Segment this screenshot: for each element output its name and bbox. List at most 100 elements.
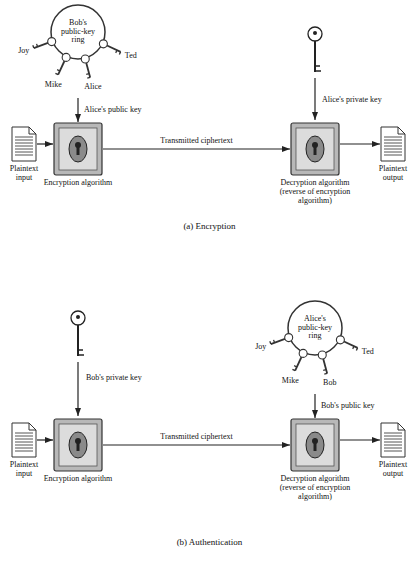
- box-face: [296, 128, 334, 170]
- box-caption: Decryption algorithm (reverse of encrypt…: [267, 179, 363, 205]
- key-owner-label: Ted: [125, 52, 137, 61]
- key-bow: [48, 38, 56, 46]
- box-outline: [54, 419, 102, 471]
- text-line: [384, 445, 402, 446]
- key-tooth: [324, 373, 327, 375]
- key-hole: [313, 31, 317, 35]
- key-tooth: [78, 349, 83, 351]
- algorithm-box-shape: [53, 418, 103, 472]
- key-tooth: [86, 73, 89, 75]
- algorithm-box-shape: [290, 418, 340, 472]
- box-face: [59, 128, 97, 170]
- key-arrow: [77, 362, 78, 416]
- key-tooth: [356, 348, 357, 351]
- ring-title-text: Bob's public-key ring: [57, 19, 99, 45]
- keyhole: [77, 146, 80, 155]
- algorithm-box: Decryption algorithm (reverse of encrypt…: [267, 418, 363, 501]
- key-tooth: [116, 50, 117, 53]
- lock-symbol: [69, 136, 87, 162]
- key-ring: Bob's public-key ringJoyMikeAliceTed: [22, 3, 134, 98]
- document-shape: [380, 422, 406, 458]
- text-line: [384, 155, 402, 156]
- box-caption: Encryption algorithm: [38, 475, 118, 484]
- lock-symbol: [306, 432, 324, 458]
- ring-outline: [51, 5, 105, 59]
- key-shaft: [323, 359, 327, 373]
- algorithm-box-shape: [290, 122, 340, 176]
- lock-symbol: [69, 432, 87, 458]
- key-owner-label: Alice: [84, 83, 101, 92]
- box-outline: [291, 123, 339, 175]
- document-drawing: [380, 422, 406, 458]
- connector-arrow: [314, 394, 315, 418]
- document-icon: Plaintext input: [4, 126, 44, 183]
- panel-caption: (a) Encryption: [0, 222, 419, 232]
- text-line: [15, 149, 33, 150]
- algorithm-box-drawing: [53, 418, 103, 472]
- key-hole: [76, 315, 80, 319]
- ring-title: Bob's public-key ring: [57, 19, 99, 45]
- key-tooth: [33, 45, 34, 48]
- text-line: [15, 451, 33, 452]
- key-tooth: [294, 366, 297, 367]
- key-tooth: [37, 44, 38, 47]
- key-ring-drawing: [22, 3, 134, 98]
- document-drawing: [11, 422, 37, 458]
- key-ring: Alice's public-key ringJoyMikeBobTed: [259, 299, 371, 394]
- document-shape: [11, 126, 37, 162]
- box-outline: [54, 123, 102, 175]
- connector-arrow: [37, 439, 53, 440]
- algorithm-box: Encryption algorithm: [38, 122, 118, 188]
- key-tooth: [315, 70, 321, 72]
- key-bow: [71, 311, 85, 325]
- key-shaft: [107, 46, 121, 52]
- page-outline: [381, 423, 405, 457]
- ring-title: Alice's public-key ring: [294, 315, 336, 341]
- key-bow: [318, 351, 326, 359]
- text-line: [15, 439, 33, 440]
- key-tooth: [353, 346, 354, 349]
- document-icon: Plaintext output: [371, 126, 415, 183]
- key-shaft: [34, 43, 48, 48]
- connector-arrow: [77, 98, 78, 122]
- lock-symbol: [306, 136, 324, 162]
- key-owner-label: Mike: [282, 377, 299, 386]
- text-line: [384, 152, 402, 153]
- text-line: [15, 445, 33, 446]
- ring-outline: [288, 301, 342, 355]
- text-line: [15, 146, 33, 147]
- text-line: [384, 451, 402, 452]
- key-shaft: [344, 342, 358, 348]
- key-owner-label: Joy: [255, 343, 266, 352]
- text-line: [384, 143, 402, 144]
- page-outline: [12, 127, 36, 161]
- document-caption: Plaintext input: [4, 165, 44, 183]
- text-line: [384, 433, 402, 434]
- box-face: [59, 424, 97, 466]
- key-owner-label: Mike: [45, 81, 62, 90]
- keyhole: [77, 442, 80, 451]
- key-label: Bob's private key: [86, 374, 142, 383]
- key-tooth: [270, 341, 271, 344]
- key-label: Alice's private key: [322, 96, 382, 105]
- text-line: [15, 436, 33, 437]
- connector-arrow: [103, 148, 290, 149]
- key-shaft: [314, 41, 316, 72]
- text-line: [384, 442, 402, 443]
- key-owner-label: Ted: [362, 348, 374, 357]
- key-bow: [62, 53, 70, 61]
- document-shape: [380, 126, 406, 162]
- text-line: [384, 448, 402, 449]
- document-caption: Plaintext output: [371, 165, 415, 183]
- key-shaft: [77, 325, 79, 356]
- text-line: [15, 442, 33, 443]
- connector-arrow: [37, 143, 53, 144]
- text-line: [15, 140, 33, 141]
- text-line: [15, 433, 33, 434]
- key-ring-drawing: [259, 299, 371, 394]
- text-line: [15, 448, 33, 449]
- connector-label: Transmitted ciphertext: [159, 433, 233, 442]
- document-caption: Plaintext input: [4, 461, 44, 479]
- connector-label: Transmitted ciphertext: [159, 137, 233, 146]
